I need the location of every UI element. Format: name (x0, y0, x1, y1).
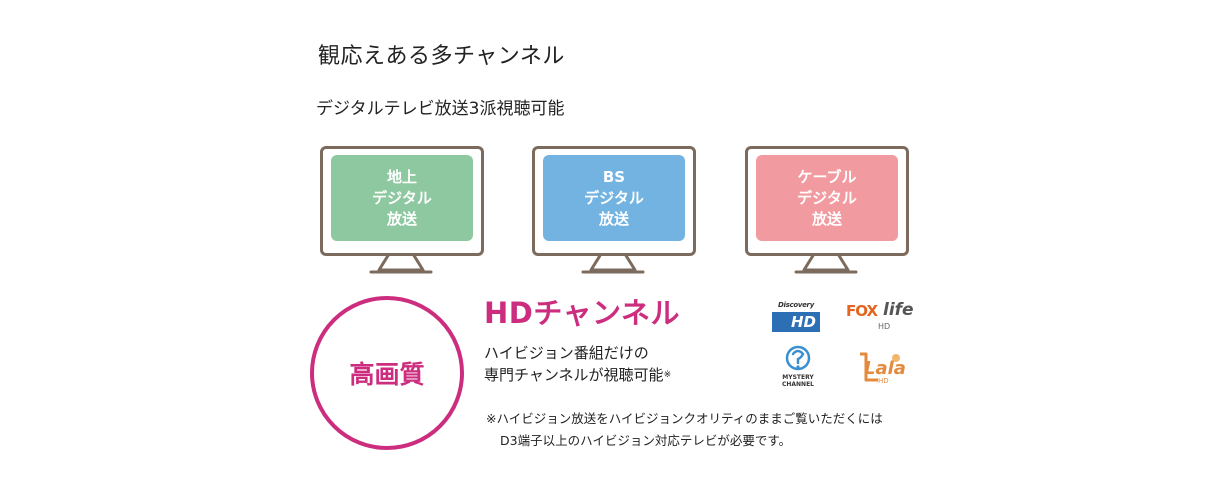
monitor-stand-icon (581, 254, 645, 274)
monitor-terrestrial: 地上 デジタル 放送 (320, 146, 484, 276)
monitor-frame: ケーブル デジタル 放送 (745, 146, 909, 256)
high-quality-circle: 高画質 (310, 296, 464, 450)
lala-hd-logo: Lala HD (852, 350, 906, 388)
monitor-frame: BS デジタル 放送 (532, 146, 696, 256)
hd-desc-line: ハイビジョン番組だけの (484, 344, 649, 362)
monitor-stand-icon (794, 254, 858, 274)
fox-life-hd-logo: FOX life HD (846, 300, 916, 336)
monitor-screen: 地上 デジタル 放送 (331, 155, 473, 241)
fox-logo-text: FOX (846, 302, 878, 320)
monitor-label-line: 放送 (598, 209, 629, 228)
hd-channel-title: HDチャンネル (484, 296, 680, 330)
mystery-channel-logo: MYSTERY CHANNEL (770, 344, 826, 388)
monitor-cable: ケーブル デジタル 放送 (745, 146, 909, 276)
footnote: ※ハイビジョン放送をハイビジョンクオリティのままご覧いただくには D3端子以上の… (486, 408, 883, 452)
monitor-stand-icon (369, 254, 433, 274)
monitor-label-line: 放送 (386, 209, 417, 228)
mystery-logo-text: MYSTERY CHANNEL (781, 374, 815, 388)
footnote-line: D3端子以上のハイビジョン対応テレビが必要です。 (500, 433, 792, 448)
monitor-label-line: BS (602, 167, 626, 186)
discovery-logo-hd: HD (772, 312, 820, 332)
page-subtitle: デジタルテレビ放送3派視聴可能 (316, 99, 565, 119)
monitor-label-line: 地上 (386, 167, 417, 186)
monitor-label-line: 放送 (811, 209, 842, 228)
lala-logo-hd: HD (878, 377, 889, 385)
monitor-bs: BS デジタル 放送 (532, 146, 696, 276)
footnote-line: ※ハイビジョン放送をハイビジョンクオリティのままご覧いただくには (486, 411, 883, 426)
monitor-screen: ケーブル デジタル 放送 (756, 155, 898, 241)
monitor-label-line: デジタル (797, 188, 857, 207)
lala-logo-text: Lala (864, 358, 906, 379)
monitor-label-line: デジタル (372, 188, 432, 207)
footnote-mark: ※ (663, 370, 672, 380)
hd-desc-line: 専門チャンネルが視聴可能※ (484, 364, 671, 386)
hd-desc-text: 専門チャンネルが視聴可能 (484, 366, 664, 384)
monitor-screen: BS デジタル 放送 (543, 155, 685, 241)
lala-logo-icon (860, 352, 900, 382)
fox-logo-hd: HD (878, 322, 891, 331)
discovery-hd-logo: Discovery HD (770, 298, 822, 334)
discovery-logo-text: Discovery (778, 301, 814, 309)
high-quality-label: 高画質 (349, 360, 425, 389)
monitor-label-line: デジタル (584, 188, 644, 207)
fox-logo-life: life (883, 300, 914, 320)
page-title: 観応えある多チャンネル (318, 44, 565, 69)
mystery-channel-icon (785, 345, 811, 371)
hd-channel-description: ハイビジョン番組だけの 専門チャンネルが視聴可能※ (484, 342, 671, 386)
monitor-label-line: ケーブル (797, 167, 857, 186)
monitor-frame: 地上 デジタル 放送 (320, 146, 484, 256)
